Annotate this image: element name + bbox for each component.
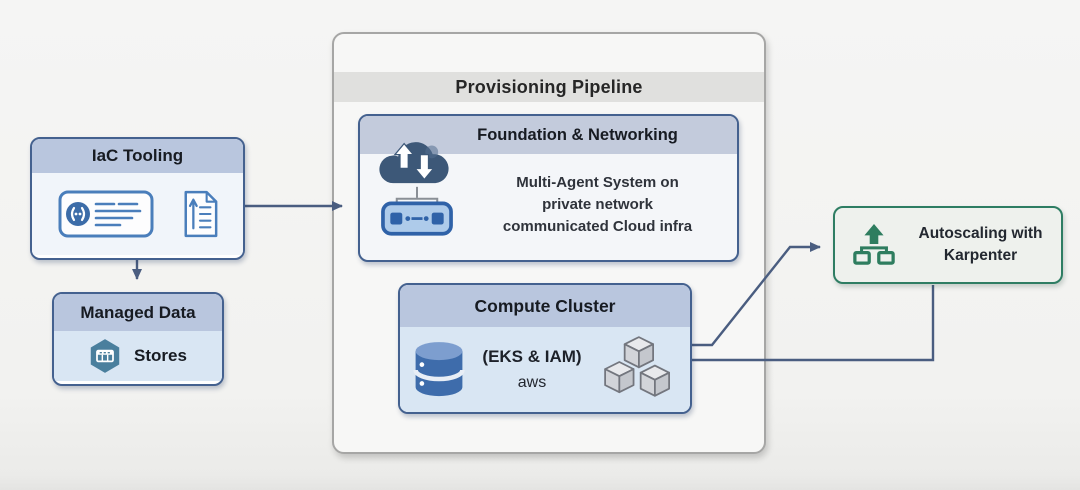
compute-subtitle: (EKS & IAM) (482, 347, 582, 366)
compute-cluster-title: Compute Cluster (400, 285, 690, 327)
managed-data-body-label: Stores (134, 346, 187, 365)
compute-cluster-node: Compute Cluster (EKS & IAM) aws (398, 283, 692, 414)
iac-tooling-title: IaC Tooling (32, 139, 243, 173)
database-icon (413, 341, 465, 396)
foundation-networking-node: Foundation & Networking Multi-Agent Syst… (358, 114, 739, 262)
iac-tooling-node: IaC Tooling (30, 137, 245, 260)
compute-cluster-labels: (EKS & IAM) aws (466, 347, 598, 392)
foundation-description: Multi-Agent System on private network co… (502, 174, 693, 235)
managed-data-stores-node: Managed Data Stores (52, 292, 224, 386)
managed-data-body: Stores (54, 331, 222, 381)
autoscaling-label: Autoscaling with Karpenter (918, 225, 1043, 264)
autoscaler-tree-icon (853, 223, 895, 265)
compute-provider: aws (517, 374, 547, 391)
iac-config-card-icon (58, 190, 153, 238)
pipeline-title: Provisioning Pipeline (334, 72, 764, 102)
data-store-hexagon-icon (90, 339, 120, 373)
compute-cluster-body: (EKS & IAM) aws (400, 327, 690, 412)
iac-script-file-icon (184, 190, 217, 238)
cloud-sync-network-icon (379, 142, 453, 236)
managed-data-title: Managed Data (54, 294, 222, 331)
autoscaling-karpenter-node: Autoscaling with Karpenter (833, 206, 1063, 284)
compute-cubes-icon (604, 335, 670, 397)
iac-tooling-body (32, 173, 243, 255)
